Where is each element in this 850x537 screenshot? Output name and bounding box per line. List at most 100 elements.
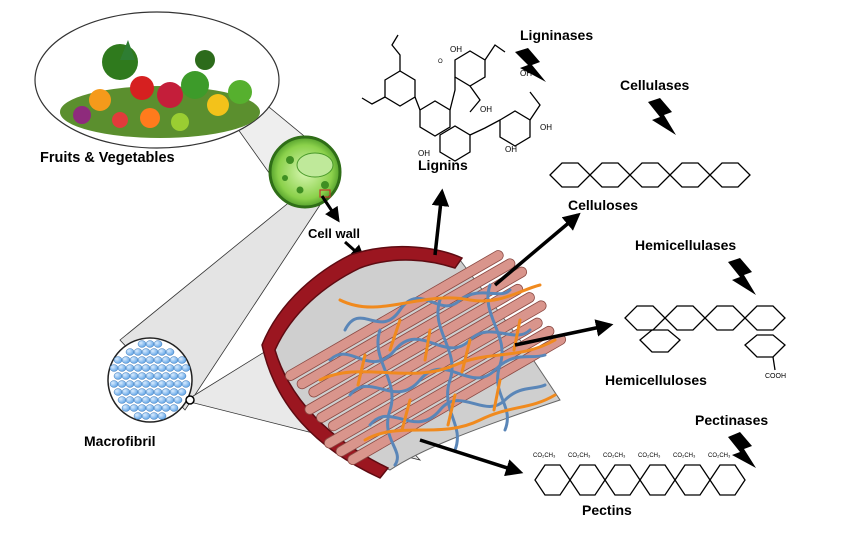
macrofibril-droplet bbox=[129, 404, 139, 412]
macrofibril-droplet bbox=[121, 388, 131, 396]
pectin-co2ch3-1: CO₂CH₃ bbox=[533, 453, 556, 459]
macrofibril-droplet bbox=[157, 348, 167, 356]
hemicellulases-lightning-icon bbox=[728, 258, 756, 295]
macrofibril-droplet bbox=[113, 372, 123, 380]
macrofibril-droplet bbox=[141, 348, 151, 356]
macrofibril-droplet bbox=[121, 356, 131, 364]
macrofibril-droplet bbox=[161, 372, 171, 380]
macrofibril-droplet bbox=[165, 396, 175, 404]
macrofibril-droplet bbox=[177, 356, 187, 364]
ligninases-lightning-icon bbox=[515, 48, 546, 82]
macrofibril-droplet bbox=[157, 364, 167, 372]
hemicellulose-structure bbox=[624, 305, 786, 371]
macrofibril-droplet bbox=[169, 372, 179, 380]
pectin-co2ch3-4: CO₂CH₃ bbox=[638, 453, 661, 459]
cellulose-fibril-rod bbox=[324, 317, 543, 449]
macrofibril-droplet bbox=[113, 388, 123, 396]
celluloses-label: Celluloses bbox=[568, 197, 638, 213]
macrofibril-droplet bbox=[137, 372, 147, 380]
cellulases-label: Cellulases bbox=[620, 77, 689, 93]
macrofibril-droplet bbox=[137, 356, 147, 364]
macrofibril-label: Macrofibril bbox=[84, 433, 156, 449]
macrofibril-droplet bbox=[173, 364, 183, 372]
macrofibril-droplet bbox=[165, 364, 175, 372]
ligninases-label: Ligninases bbox=[520, 27, 593, 43]
macrofibril-droplet bbox=[137, 404, 147, 412]
lignin-oh-2: OH bbox=[520, 69, 532, 78]
macrofibril-droplet bbox=[137, 340, 147, 348]
lignin-oh-3: OH bbox=[480, 105, 492, 114]
macrofibril-droplet bbox=[157, 380, 167, 388]
lignin-structure bbox=[361, 34, 541, 162]
macrofibril-droplet bbox=[149, 412, 159, 420]
pectin-co2ch3-5: CO₂CH₃ bbox=[673, 453, 696, 459]
macrofibril-droplet bbox=[109, 380, 119, 388]
macrofibril-droplet bbox=[153, 404, 163, 412]
macrofibril-droplet bbox=[117, 364, 127, 372]
macrofibril-droplet bbox=[145, 340, 155, 348]
pectin-co2ch3-2: CO₂CH₃ bbox=[568, 453, 591, 459]
macrofibril-droplet bbox=[161, 404, 171, 412]
macrofibril-droplet bbox=[141, 364, 151, 372]
macrofibril-droplet bbox=[157, 396, 167, 404]
lignin-oh-6: OH bbox=[505, 145, 517, 154]
pectinases-lightning-icon bbox=[728, 432, 756, 468]
arrow-to-hemicelluloses bbox=[514, 319, 614, 347]
macrofibril-droplet bbox=[109, 364, 119, 372]
cellulose-structure bbox=[549, 162, 751, 188]
macrofibril-droplet bbox=[145, 372, 155, 380]
macrofibril-droplet bbox=[129, 372, 139, 380]
pectin-structure bbox=[534, 464, 746, 496]
macrofibril-droplet bbox=[129, 388, 139, 396]
macrofibril-droplet bbox=[145, 404, 155, 412]
lignin-oh-5: OH bbox=[540, 123, 552, 132]
macrofibril-droplet bbox=[117, 396, 127, 404]
macrofibril-droplet bbox=[129, 356, 139, 364]
macrofibril-droplet bbox=[141, 396, 151, 404]
macrofibril-droplet bbox=[177, 372, 187, 380]
macrofibril-droplet bbox=[169, 404, 179, 412]
lignin-oh-4: OH bbox=[418, 149, 430, 158]
macrofibril-droplet bbox=[117, 380, 127, 388]
macrofibril-droplet bbox=[157, 412, 167, 420]
lignins-label: Lignins bbox=[418, 157, 468, 173]
macrofibril-droplet bbox=[141, 412, 151, 420]
macrofibril-droplet bbox=[141, 380, 151, 388]
cell-wall-label: Cell wall bbox=[308, 226, 360, 241]
macrofibril-droplet bbox=[145, 356, 155, 364]
macrofibril-droplet bbox=[133, 380, 143, 388]
plant-cell-image bbox=[268, 135, 342, 209]
macrofibril-droplet bbox=[149, 380, 159, 388]
macrofibril-droplet bbox=[161, 356, 171, 364]
macrofibril-droplet bbox=[149, 348, 159, 356]
macrofibril-droplet bbox=[161, 388, 171, 396]
macrofibril-droplet bbox=[133, 396, 143, 404]
pectin-co2ch3-3: CO₂CH₃ bbox=[603, 453, 626, 459]
macrofibril-droplet bbox=[173, 380, 183, 388]
macrofibril-droplet bbox=[125, 348, 135, 356]
cellulases-lightning-icon bbox=[648, 98, 676, 135]
macrofibril-droplet bbox=[181, 380, 191, 388]
macrofibril-droplet bbox=[173, 396, 183, 404]
lignin-oh-1: OH bbox=[450, 45, 462, 54]
hemicellulases-label: Hemicellulases bbox=[635, 237, 736, 253]
macrofibril-droplet bbox=[165, 380, 175, 388]
pectins-label: Pectins bbox=[582, 502, 632, 518]
arrow-to-pectins bbox=[419, 438, 524, 477]
macrofibril-droplet bbox=[169, 356, 179, 364]
macrofibril-droplet bbox=[125, 380, 135, 388]
macrofibril-droplet bbox=[113, 356, 123, 364]
macrofibril-droplet bbox=[137, 388, 147, 396]
arrow-to-lignins bbox=[431, 188, 450, 256]
macrofibril-droplet bbox=[153, 372, 163, 380]
arrow-cell-to-wall bbox=[320, 195, 340, 223]
macrofibril-image bbox=[107, 337, 195, 423]
pectinases-label: Pectinases bbox=[695, 412, 768, 428]
macrofibril-droplet bbox=[177, 388, 187, 396]
macrofibril-droplet bbox=[133, 364, 143, 372]
lignin-o-1: O bbox=[438, 59, 443, 65]
fruits-label: Fruits & Vegetables bbox=[40, 150, 175, 166]
hemicelluloses-label: Hemicelluloses bbox=[605, 372, 707, 388]
macrofibril-droplet bbox=[133, 412, 143, 420]
